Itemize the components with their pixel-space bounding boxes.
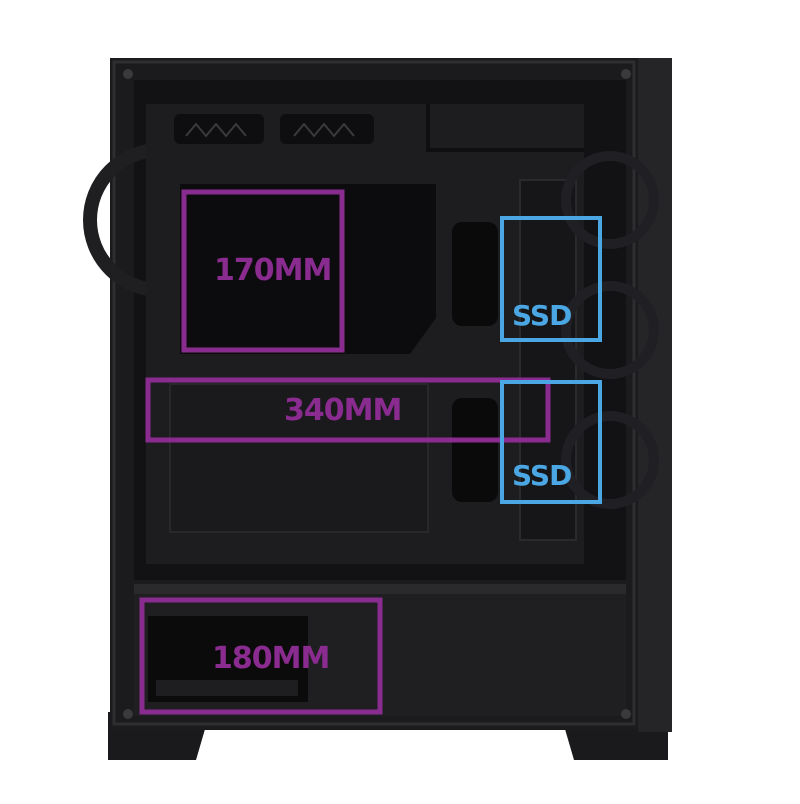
cpu-cooler-height-label: 170MM [214,253,332,288]
psu-length-clearance-box [139,597,383,715]
cpu-cutout [180,184,436,354]
screw-icon [621,69,631,79]
gpu-length-clearance-box [145,377,551,443]
gpu-length-label: 340MM [284,393,402,428]
front-fan-3 [561,411,659,509]
psu-length-label: 180MM [212,641,330,676]
tray-lower-plate [169,383,429,533]
ssd-bottom-label: SSD [512,459,572,492]
screw-icon [123,709,133,719]
cable-grommet-bottom [452,398,498,502]
ssd-top-label: SSD [512,299,572,332]
front-fan-2 [561,281,659,379]
ssd-slot-bottom-box [500,380,602,504]
ssd-slot-top-box [500,216,602,342]
case-frame-edge [112,60,636,726]
screw-icon [621,709,631,719]
screw-icon [123,69,133,79]
cable-grommet-top [452,222,498,326]
front-panel [638,58,672,732]
cpu-cooler-clearance-box [181,189,345,353]
front-fan-1 [561,151,659,249]
